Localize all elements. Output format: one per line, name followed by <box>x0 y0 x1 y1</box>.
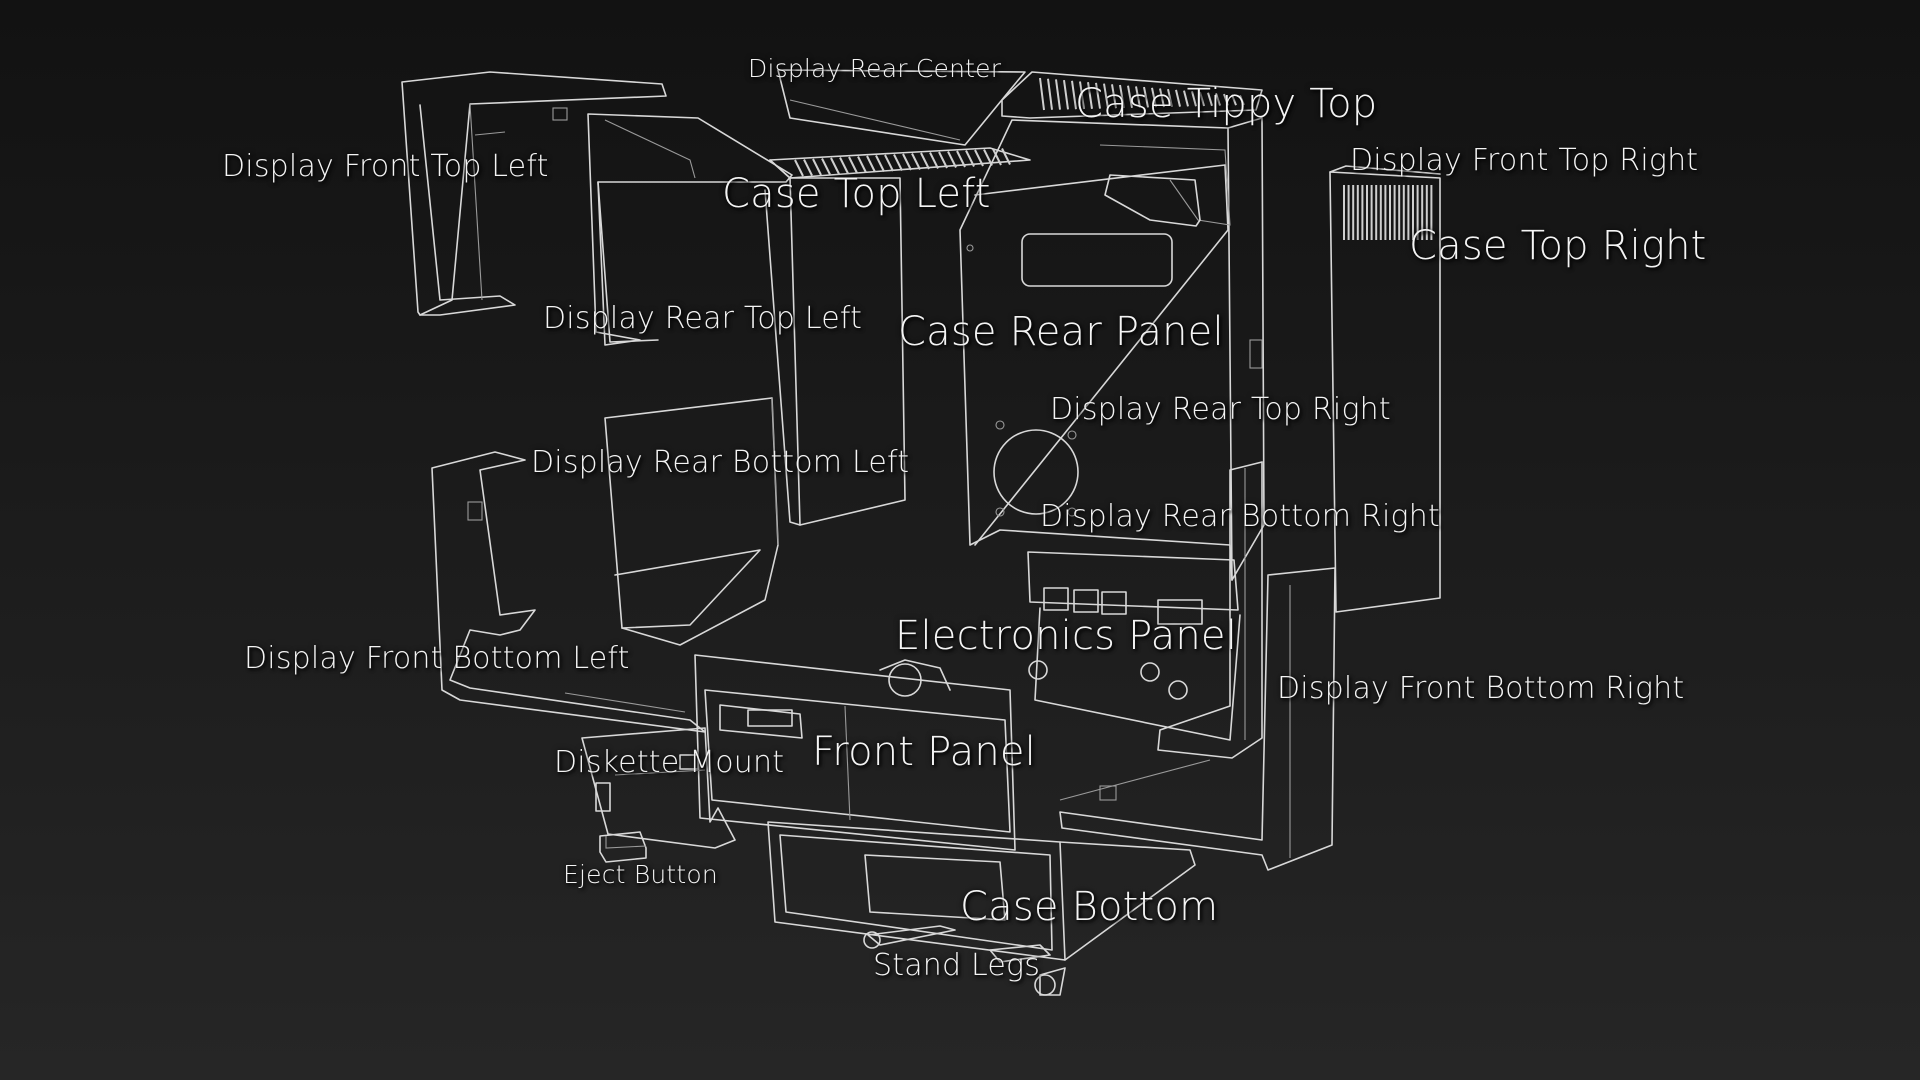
vent-slat <box>794 159 804 177</box>
vent-slat <box>1215 93 1221 106</box>
label-front-panel: Front Panel <box>812 729 1036 775</box>
vent-slat <box>1207 92 1213 107</box>
part-display-rear-bottom-right <box>1157 461 1263 759</box>
vent-slat <box>1143 86 1149 108</box>
case-top-right-vents <box>1343 185 1433 240</box>
part-case-tippy-top <box>1001 71 1263 119</box>
vent-slat <box>1191 91 1197 107</box>
vent-slat <box>911 153 921 170</box>
vent-slat <box>893 154 903 171</box>
vent-slat <box>902 153 912 171</box>
vent-slat <box>875 155 885 172</box>
label-display-front-top-right: Display Front Top Right <box>1350 143 1699 178</box>
vent-slat <box>1127 85 1133 108</box>
part-display-rear-top-right <box>1104 174 1201 227</box>
vent-slat <box>803 159 813 176</box>
part-display-rear-bottom-left <box>604 397 779 646</box>
label-display-front-top-left: Display Front Top Left <box>222 149 549 184</box>
label-diskette-mount: Diskette Mount <box>554 745 785 780</box>
part-display-rear-center <box>777 69 1026 146</box>
part-case-top-right <box>1329 165 1441 613</box>
part-eject-button <box>599 831 647 863</box>
vent-slat <box>929 152 939 169</box>
vent-slat <box>1103 83 1109 109</box>
vent-slat <box>1175 89 1181 107</box>
vent-slat <box>866 155 876 173</box>
vent-slat <box>1159 88 1165 108</box>
case-tippy-top-vents <box>1039 77 1245 111</box>
vent-slat <box>1071 80 1077 110</box>
vent-slat <box>1119 84 1125 109</box>
label-display-rear-center: Display Rear Center <box>748 54 1002 83</box>
part-display-rear-top-left <box>587 113 793 346</box>
vent-slat <box>1039 77 1045 111</box>
vent-slat <box>1087 82 1093 109</box>
part-display-front-top-left <box>401 71 667 316</box>
vent-slat <box>974 149 984 167</box>
label-display-rear-bottom-right: Display Rear Bottom Right <box>1040 499 1440 534</box>
vent-slat <box>983 149 993 166</box>
part-diskette-mount <box>581 727 736 849</box>
label-case-top-right: Case Top Right <box>1409 223 1707 269</box>
vent-slat <box>1183 90 1189 107</box>
vent-slat <box>848 156 858 174</box>
vent-slat <box>1063 79 1069 110</box>
vent-slat <box>1079 81 1085 110</box>
label-case-bottom: Case Bottom <box>960 884 1219 930</box>
vent-slat <box>1111 84 1117 109</box>
label-display-front-bottom-right: Display Front Bottom Right <box>1277 671 1685 706</box>
part-display-front-bottom-left <box>431 451 706 733</box>
vent-slat <box>1095 82 1101 109</box>
vent-slat <box>1001 148 1011 165</box>
label-case-rear-panel: Case Rear Panel <box>898 309 1224 355</box>
vent-slat <box>1199 91 1205 107</box>
vent-slat <box>947 151 957 168</box>
vent-slat <box>821 158 831 175</box>
vent-slat <box>830 157 840 175</box>
vent-slat <box>839 157 849 174</box>
vent-slat <box>812 158 822 176</box>
label-stand-legs: Stand Legs <box>873 948 1041 983</box>
vent-slat <box>965 150 975 167</box>
label-electronics-panel: Electronics Panel <box>895 613 1238 659</box>
label-display-rear-top-left: Display Rear Top Left <box>543 301 863 336</box>
label-eject-button: Eject Button <box>563 860 718 889</box>
vent-slat <box>1055 79 1061 110</box>
vent-slat <box>1223 93 1229 106</box>
vent-slat <box>1047 78 1053 110</box>
case-top-left-vents <box>794 148 1011 177</box>
part-case-rear-panel <box>959 117 1265 581</box>
part-electronics-panel <box>1027 551 1241 741</box>
part-case-bottom <box>767 821 1196 961</box>
part-case-top-left <box>764 147 1031 526</box>
label-display-rear-top-right: Display Rear Top Right <box>1050 392 1391 427</box>
part-stand-legs <box>863 925 1066 996</box>
vent-slat <box>956 150 966 168</box>
vent-slat <box>1135 86 1141 108</box>
label-display-front-bottom-left: Display Front Bottom Left <box>244 641 630 676</box>
vent-slat <box>1239 95 1245 106</box>
vent-slat <box>1167 88 1173 108</box>
label-display-rear-bottom-left: Display Rear Bottom Left <box>531 445 910 480</box>
vent-slat <box>884 154 894 172</box>
vent-slat <box>857 156 867 173</box>
vent-slat <box>1231 94 1237 106</box>
vent-slat <box>992 148 1002 166</box>
vent-slat <box>1151 87 1157 108</box>
vent-slat <box>938 151 948 169</box>
label-case-top-left: Case Top Left <box>722 171 991 217</box>
label-case-tippy-top: Case Tippy Top <box>1075 81 1378 127</box>
part-display-front-bottom-right <box>1059 567 1336 871</box>
vent-slat <box>920 152 930 170</box>
